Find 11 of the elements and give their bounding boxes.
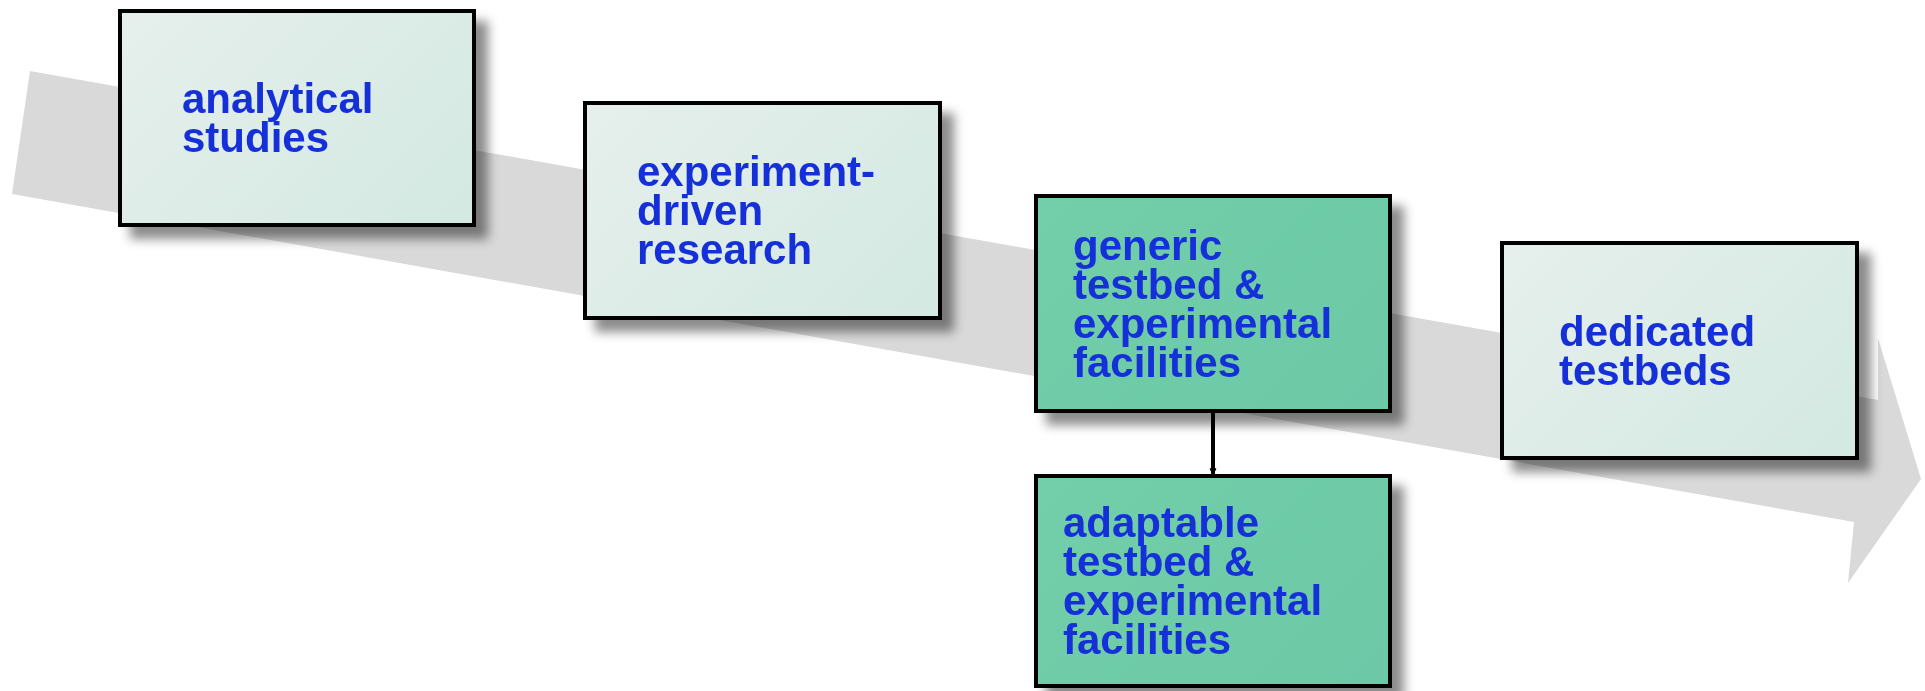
process-box: [1034, 194, 1392, 413]
process-box: [1500, 241, 1859, 460]
box-label: dedicated testbeds: [1559, 311, 1757, 390]
box-label: adaptable testbed & experimental facilities: [1063, 503, 1324, 659]
process-box: [583, 101, 942, 320]
box-label: analytical studies: [182, 79, 375, 157]
box-label: generic testbed & experimental facilities: [1073, 225, 1334, 382]
process-box: [118, 9, 476, 227]
process-box: [1034, 474, 1392, 688]
arrow: [1209, 413, 1217, 475]
box-label: experiment- driven research: [637, 152, 877, 269]
